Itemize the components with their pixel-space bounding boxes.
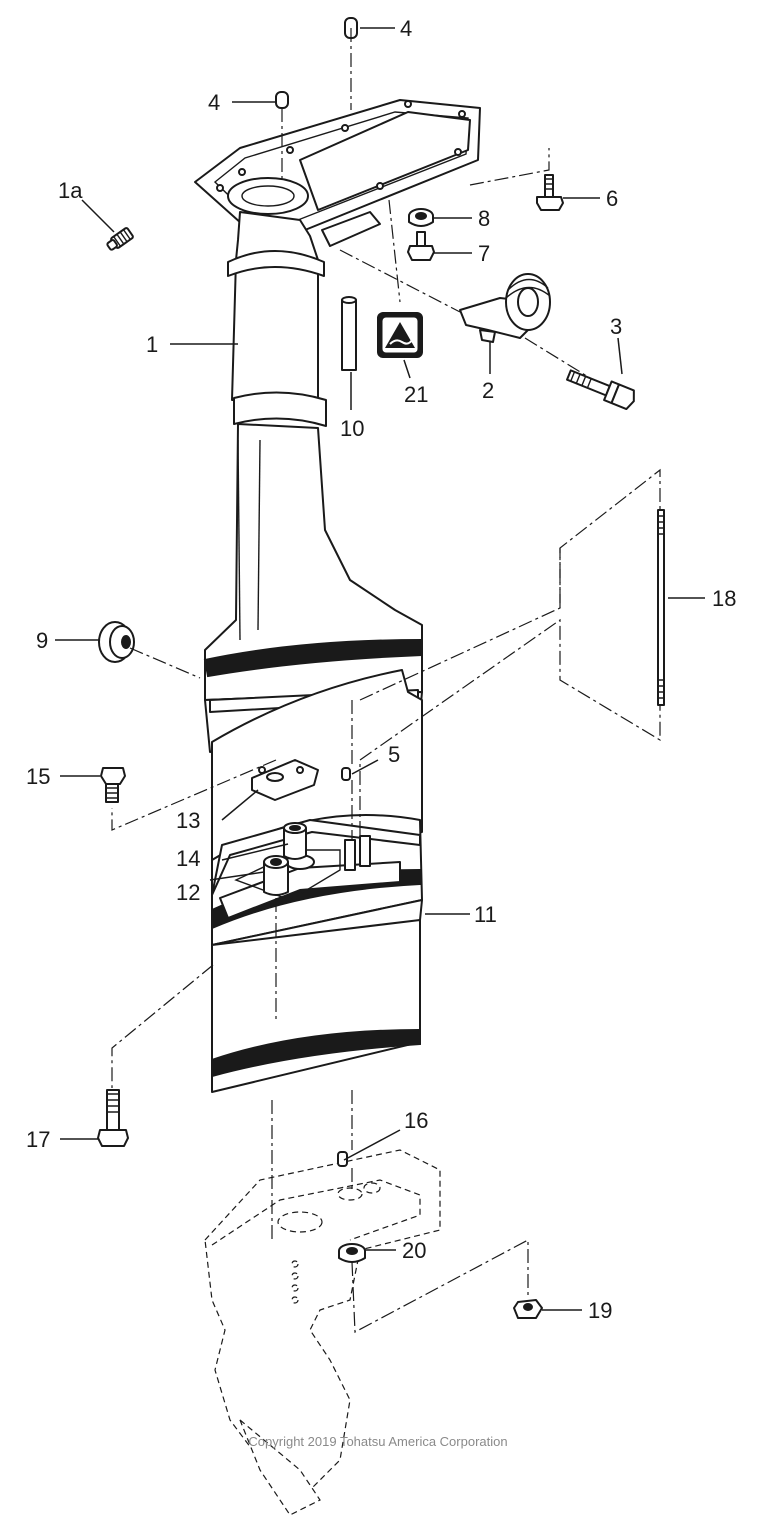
- callout-14: 14: [176, 846, 200, 871]
- callout-9: 9: [36, 628, 48, 653]
- callout-1: 1: [146, 332, 158, 357]
- shift-rod-10-part: [341, 296, 357, 371]
- leader-lines: [55, 27, 705, 1311]
- callout-4-left: 4: [208, 90, 220, 115]
- bolt-15-part: [100, 767, 126, 803]
- callout-16: 16: [404, 1108, 428, 1133]
- plate-13-part: [251, 759, 319, 801]
- callout-6: 6: [606, 186, 618, 211]
- callout-4-top: 4: [400, 16, 412, 41]
- copyright-notice: Copyright 2019 Tohatsu America Corporati…: [248, 1434, 507, 1449]
- callout-17: 17: [26, 1127, 50, 1152]
- callout-15: 15: [26, 764, 50, 789]
- washer-8-part: [408, 208, 434, 227]
- callout-8: 8: [478, 206, 490, 231]
- callout-13: 13: [176, 808, 200, 833]
- callout-3: 3: [610, 314, 622, 339]
- gear-case-part: [204, 1149, 441, 1516]
- long-stud-18-part: [657, 509, 665, 706]
- callout-10: 10: [340, 416, 364, 441]
- callout-11: 11: [474, 902, 497, 927]
- callout-21: 21: [404, 382, 428, 407]
- dowel-pin-left-part: [275, 91, 289, 109]
- lower-casing-part: [211, 669, 423, 1093]
- nut-19-part: [513, 1299, 543, 1319]
- callout-2: 2: [482, 378, 494, 403]
- callout-7: 7: [478, 241, 490, 266]
- callout-20: 20: [402, 1238, 426, 1263]
- grommet-9-part: [98, 621, 135, 663]
- assembly-lines: [111, 28, 661, 1333]
- flange-bolt-6-part: [536, 174, 564, 211]
- warning-label-21-part: [377, 312, 423, 358]
- bolt-3-part: [566, 369, 635, 411]
- washer-20-part: [338, 1243, 366, 1263]
- callout-labels: 4 4 1a 6 8 7 3 1 2 21 10 9 18 5 15 13 14…: [26, 16, 736, 1323]
- collar-12-part: [263, 855, 289, 896]
- drive-shaft-housing-part: [194, 99, 481, 753]
- bolt-17-part: [97, 1089, 129, 1147]
- callout-18: 18: [712, 586, 736, 611]
- bushing-14-part: [283, 822, 307, 860]
- bolt-7-part: [407, 231, 435, 261]
- callout-1a: 1a: [58, 178, 83, 203]
- callout-19: 19: [588, 1298, 612, 1323]
- pin-5-part: [341, 767, 351, 781]
- clamp-bracket-2-part: [459, 273, 551, 343]
- callout-12: 12: [176, 880, 200, 905]
- grease-nipple-part: [106, 227, 134, 251]
- callout-5: 5: [388, 742, 400, 767]
